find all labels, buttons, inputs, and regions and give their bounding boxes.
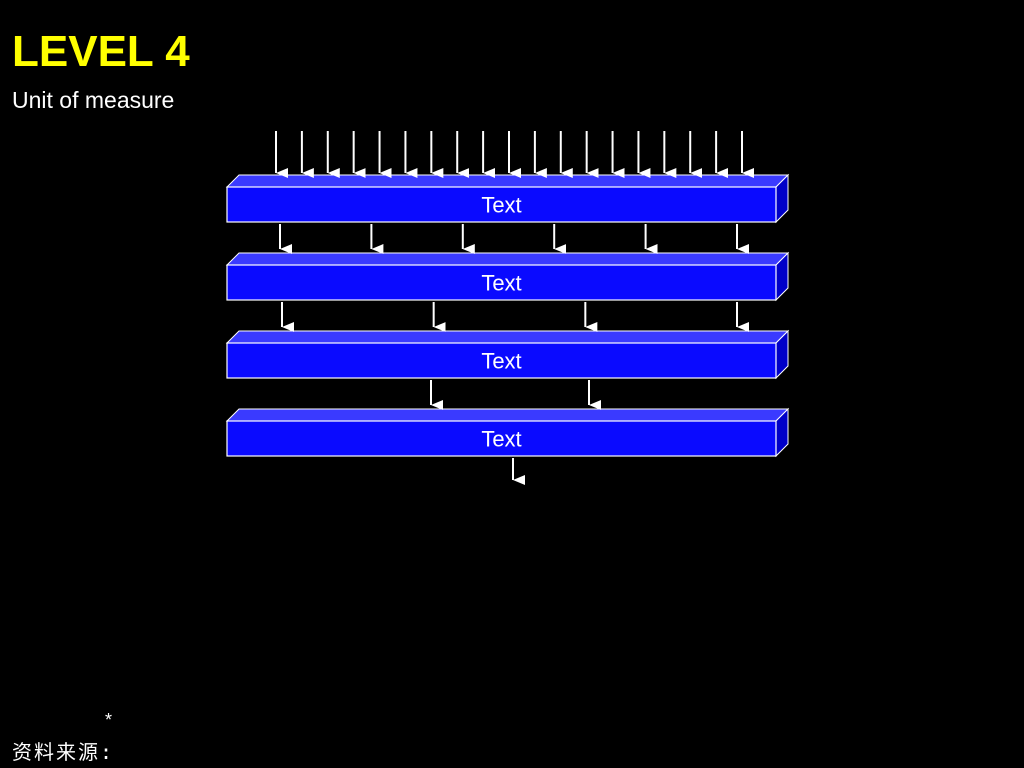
level-bar-4: Text (225, 407, 790, 458)
level-bar-label: Text (481, 271, 521, 296)
bar-front-face (226, 186, 777, 223)
bar-top-face (225, 174, 790, 188)
slide-title: LEVEL 4 (12, 27, 190, 76)
level-bar-1: Text (225, 173, 790, 224)
level-bar-label: Text (481, 193, 521, 218)
bar-top-face (225, 408, 790, 422)
footnote-marker: * (105, 710, 113, 730)
slide-subtitle: Unit of measure (12, 87, 175, 113)
level-bar-label: Text (481, 427, 521, 452)
level-bar-label: Text (481, 349, 521, 374)
bar-top-face (225, 252, 790, 266)
level-bar-3: Text (225, 329, 790, 380)
bar-front-face (226, 264, 777, 301)
bar-front-face (226, 342, 777, 379)
bar-front-face (226, 420, 777, 457)
bar-top-face (225, 330, 790, 344)
source-label: 资料来源: (12, 740, 115, 764)
level-bar-2: Text (225, 251, 790, 302)
